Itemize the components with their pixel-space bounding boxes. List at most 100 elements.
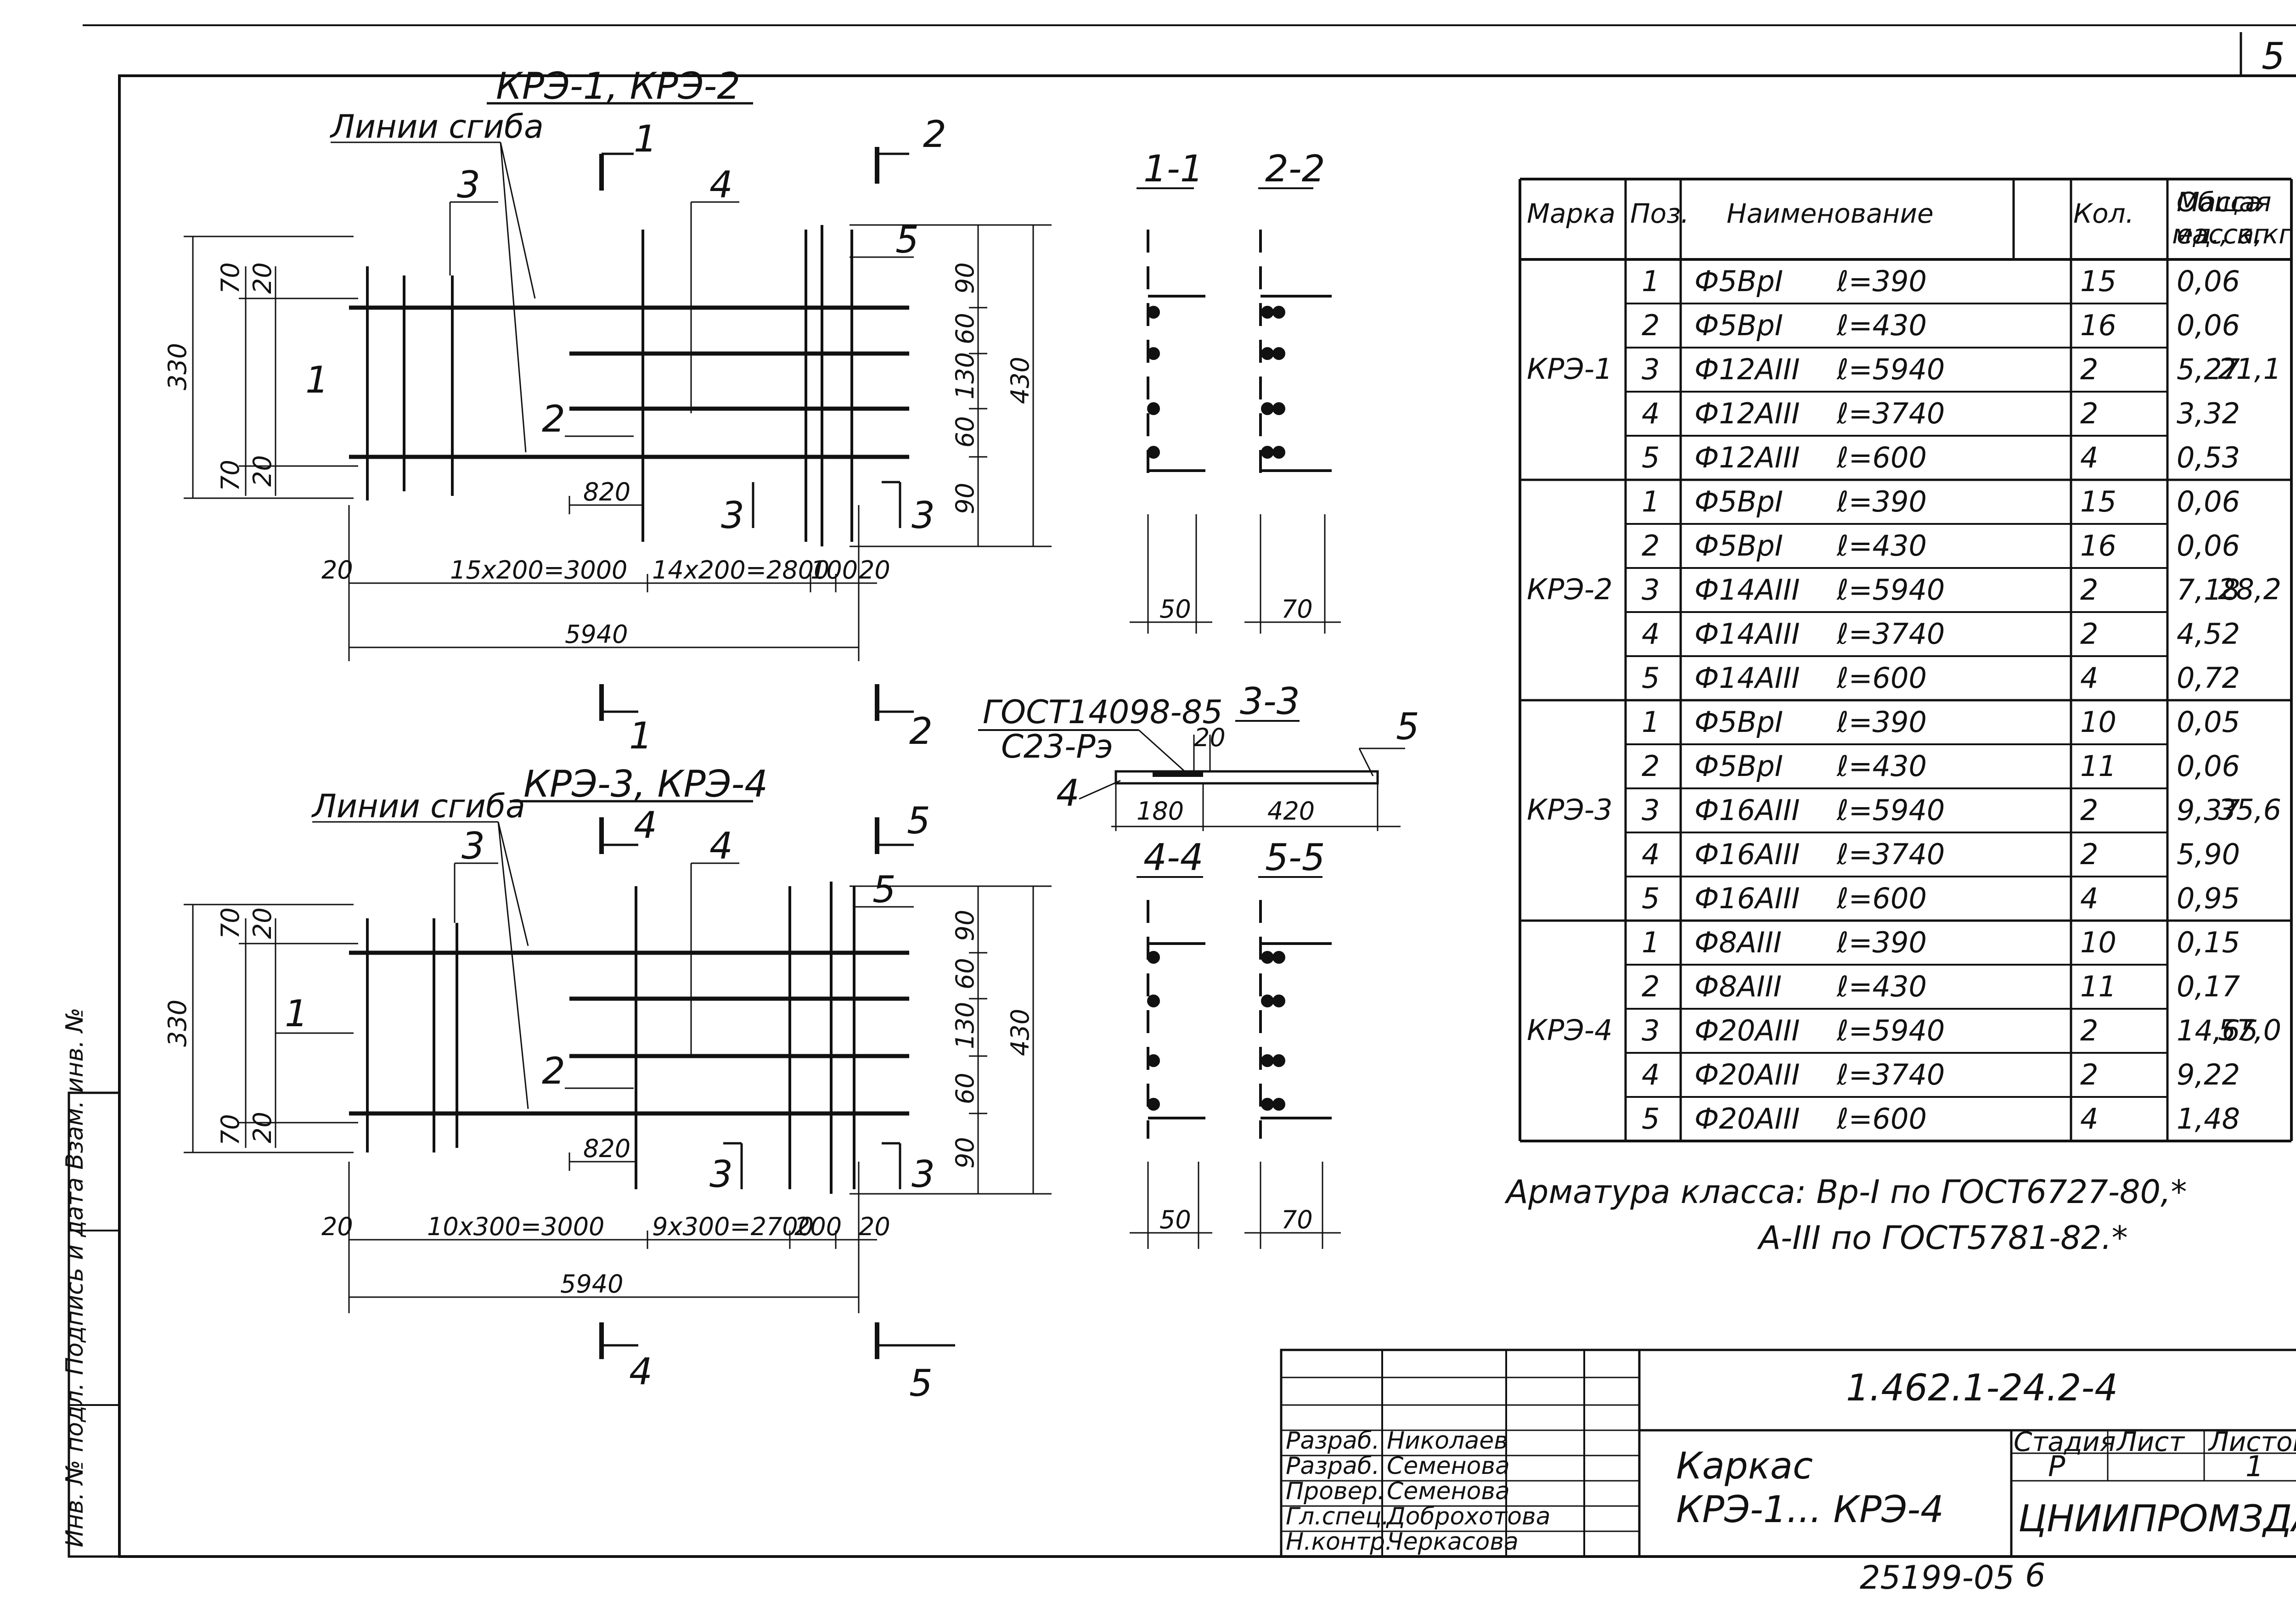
table-mass: 0,06 xyxy=(2177,749,2240,783)
top-dim-20-left: 20 xyxy=(321,556,353,585)
stage-value: Р xyxy=(2048,1450,2065,1483)
doc-title-line1: Каркас xyxy=(1676,1445,1813,1487)
top-dim-820: 820 xyxy=(583,478,630,506)
table-header-mark: Марка xyxy=(1527,198,1615,229)
top-view-title: КРЭ-1, КРЭ-2 xyxy=(496,65,740,107)
table-mass: 5,27 xyxy=(2177,353,2240,386)
table-mass: 14,65 xyxy=(2177,1014,2258,1047)
top-dim-90b: 90 xyxy=(951,483,979,514)
table-length: ℓ=5940 xyxy=(1836,793,1945,827)
table-length: ℓ=3740 xyxy=(1836,1058,1945,1091)
table-bar: Ф5ВрI xyxy=(1694,309,1783,342)
table-mark: КРЭ-1 xyxy=(1527,352,1613,386)
bottom-pos-1: 1 xyxy=(285,992,308,1035)
bottom-dim-3000: 10x300=3000 xyxy=(427,1212,604,1241)
role-name: Семенова xyxy=(1387,1478,1510,1505)
bottom-mark-4-low: 4 xyxy=(629,1350,653,1393)
table-qty: 16 xyxy=(2080,309,2116,342)
sheets-value: 1 xyxy=(2245,1450,2263,1483)
table-mass: 3,32 xyxy=(2177,397,2240,430)
table-bar: Ф5ВрI xyxy=(1694,485,1783,518)
table-qty: 2 xyxy=(2080,573,2098,607)
table-qty: 2 xyxy=(2080,1014,2098,1047)
doc-code: 1.462.1-24.2-4 xyxy=(1846,1366,2118,1409)
table-bar: Ф14АIII xyxy=(1694,573,1800,607)
table-bar: Ф20АIII xyxy=(1694,1014,1800,1047)
bottom-view xyxy=(184,800,1052,1359)
table-qty: 2 xyxy=(2080,838,2098,871)
table-bar: Ф16АIII xyxy=(1694,882,1800,915)
table-bar: Ф5ВрI xyxy=(1694,264,1783,298)
table-qty: 11 xyxy=(2080,970,2116,1003)
table-length: ℓ=430 xyxy=(1836,309,1927,342)
table-header-mass-unit: Масса xyxy=(2177,186,2262,218)
top-dim-20a: 20 xyxy=(248,262,277,294)
table-length: ℓ=430 xyxy=(1836,529,1927,562)
top-dim-330: 330 xyxy=(163,343,192,390)
role-name: Николаев xyxy=(1387,1427,1508,1455)
table-length: ℓ=390 xyxy=(1836,264,1927,298)
bottom-number: 25199-05 xyxy=(1860,1559,2015,1596)
top-dim-90a: 90 xyxy=(951,262,979,294)
weld-type: С23-Рэ xyxy=(1001,728,1113,765)
table-length: ℓ=5940 xyxy=(1836,573,1945,607)
bottom-dim-20b: 20 xyxy=(248,1112,277,1143)
table-mass: 9,22 xyxy=(2177,1058,2240,1091)
top-pos-2: 2 xyxy=(542,398,565,440)
table-pos: 1 xyxy=(1642,264,1660,298)
side-stamp-text: Инв. № подл. Подпись и дата Взам. инв. № xyxy=(61,1007,89,1547)
table-length: ℓ=3740 xyxy=(1836,617,1945,651)
bottom-dim-330: 330 xyxy=(163,1000,192,1047)
table-bar: Ф12АIII xyxy=(1694,441,1800,474)
table-mass: 0,06 xyxy=(2177,485,2240,518)
top-dim-100: 100 xyxy=(810,556,858,585)
table-pos: 1 xyxy=(1642,485,1660,518)
table-bar: Ф20АIII xyxy=(1694,1058,1800,1091)
table-pos: 4 xyxy=(1642,397,1660,430)
weld-standard: ГОСТ14098-85 xyxy=(983,693,1223,731)
table-header-name: Наименование xyxy=(1727,198,1934,229)
table-length: ℓ=5940 xyxy=(1836,353,1945,386)
sheet-label: Лист xyxy=(2116,1426,2185,1457)
table-length: ℓ=5940 xyxy=(1836,1014,1945,1047)
table-qty: 2 xyxy=(2080,617,2098,651)
table-mass: 0,72 xyxy=(2177,661,2240,695)
weld-dim-left: 180 xyxy=(1137,797,1184,826)
bottom-pos-5: 5 xyxy=(872,868,896,911)
sheet-number: 5 xyxy=(2262,35,2285,78)
table-qty: 2 xyxy=(2080,353,2098,386)
table-qty: 15 xyxy=(2080,264,2116,298)
top-pos-4: 4 xyxy=(709,163,733,206)
bottom-dim-820: 820 xyxy=(583,1134,630,1163)
bottom-dim-70b: 70 xyxy=(216,1114,245,1146)
role-name: Доброхотова xyxy=(1386,1503,1551,1530)
table-length: ℓ=430 xyxy=(1836,970,1927,1003)
bottom-page: 6 xyxy=(2025,1557,2046,1594)
role-label: Гл.спец. xyxy=(1286,1503,1389,1530)
table-bar: Ф14АIII xyxy=(1694,617,1800,651)
bottom-mark-3b: 3 xyxy=(912,1153,935,1196)
table-total: 35,6 xyxy=(2218,793,2281,826)
top-bottom-mark-2: 2 xyxy=(909,710,933,753)
table-total: 21,1 xyxy=(2218,352,2281,386)
table-length: ℓ=430 xyxy=(1836,749,1927,783)
table-header-qty: Кол. xyxy=(2073,198,2134,229)
top-dim-5940: 5940 xyxy=(565,620,628,649)
top-view-bend-lines: Линии сгиба xyxy=(329,108,544,146)
bottom-dim-60a: 60 xyxy=(951,958,979,989)
roles: Разраб.НиколаевРазраб.СеменоваПровер.Сем… xyxy=(1286,1427,1551,1556)
table-pos: 5 xyxy=(1642,882,1660,915)
doc-title-line2: КРЭ-1... КРЭ-4 xyxy=(1676,1488,1944,1531)
table-qty: 4 xyxy=(2080,661,2098,695)
table-bar: Ф5ВрI xyxy=(1694,529,1783,562)
table-length: ℓ=600 xyxy=(1836,882,1927,915)
table-length: ℓ=390 xyxy=(1836,705,1927,739)
bottom-pos-4: 4 xyxy=(709,825,733,867)
table-pos: 3 xyxy=(1642,1014,1660,1047)
table-mass: 0,15 xyxy=(2177,926,2240,959)
sheets-label: Листов xyxy=(2208,1426,2296,1457)
table-mass: 0,05 xyxy=(2177,705,2240,739)
section-4-4-title: 4-4 xyxy=(1143,836,1204,879)
section-1-1-title: 1-1 xyxy=(1143,147,1204,190)
table-qty: 2 xyxy=(2080,397,2098,430)
